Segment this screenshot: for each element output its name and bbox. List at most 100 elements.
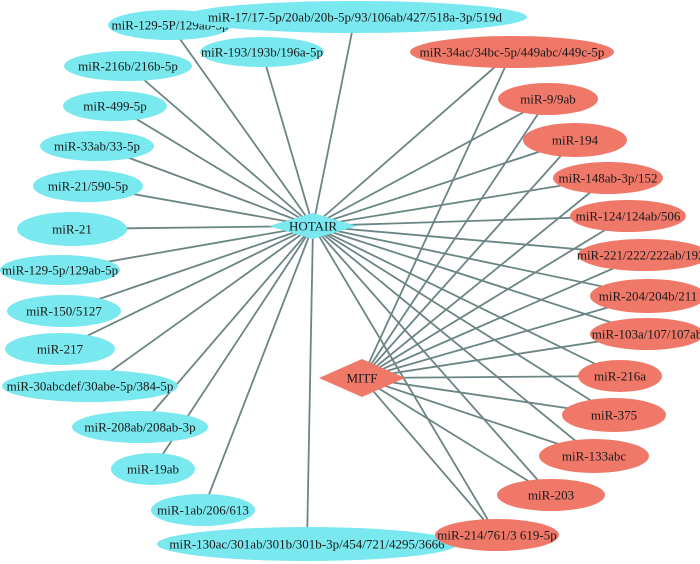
mirna-node-shape [183,1,527,33]
edge-hotair-mir-193-193b-196a-5p [261,51,314,227]
mirna-node-shape [523,123,627,157]
mirna-node-shape [590,318,700,350]
mirna-node-shape [157,527,457,561]
mitf-diamond [319,359,405,397]
mirna-node-mir-34ac-34bc-5p-449abc-449c-5p: miR-34ac/34bc-5p/449abc/449c-5p [410,36,614,68]
mirna-node-mir-221-222-222ab-1928: miR-221/222/222ab/1928 [577,239,700,271]
edge-hotair-mir-34ac-34bc-5p-449abc-449c-5p [312,51,513,227]
mirna-node-label: miR-21 [52,222,92,237]
mirna-node-label: miR-194 [552,133,599,148]
mirna-node-mir-204-204b-211: miR-204/204b/211 [590,279,700,313]
edge-hotair-mir-129-5p-129ab-5p [169,24,314,227]
mirna-node-mir-216b-216b-5p: miR-216b/216b-5p [64,51,192,81]
mirna-node-label: miR-17/17-5p/20ab/20b-5p/93/106ab/427/51… [208,10,502,25]
edge-hotair-mir-375 [312,225,615,416]
mirna-node-mir-216a: miR-216a [578,360,662,392]
mirna-node-mir-124-124ab-506: miR-124/124ab/506 [570,200,686,232]
mirna-node-label: miR-21/590-5p [48,179,128,194]
edge-hotair-mir-133abc [312,225,595,457]
hotair-diamond [269,213,357,239]
mirna-node-mir-194: miR-194 [523,123,627,157]
mirna-node-mir-103a-107-107ab: miR-103a/107/107ab [590,318,700,350]
mirna-node-label: miR-34ac/34bc-5p/449abc/449c-5p [420,45,605,60]
mirna-node-mir-208ab-208ab-3p: miR-208ab/208ab-3p [72,411,208,443]
mirna-node-mir-21-590-5p: miR-21/590-5p [33,170,143,202]
mirna-node-label: miR-1ab/206/613 [157,503,249,518]
edge-hotair-mir-130ac-301ab-301b-301b-3p-454-721-4295-3666 [306,225,314,545]
mirna-node-label: miR-499-5p [83,99,147,114]
mirna-node-mir-203: miR-203 [497,479,605,511]
mirna-node-shape [578,360,662,392]
mirna-node-label: miR-129-5p/129ab-5p [2,263,118,278]
edge-hotair-mir-214-761-3-619-5p [312,225,498,536]
mirna-node-label: miR-148ab-3p/152 [559,171,658,186]
edge-hotair-mir-203 [312,225,552,496]
edge-hotair-mir-148ab-3p-152 [312,177,609,227]
mirna-node-shape [539,439,649,473]
mirna-node-mir-133abc: miR-133abc [539,439,649,473]
edge-mitf-mir-214-761-3-619-5p [361,377,498,536]
mirna-node-shape [40,131,154,161]
mirna-node-shape [17,212,127,246]
edge-mitf-mir-133abc [361,377,595,457]
mirna-node-label: miR-150/5127 [26,304,102,319]
mirna-node-label: miR-221/222/222ab/1928 [577,248,700,263]
mirna-node-label: miR-375 [591,408,637,423]
mirna-node-label: miR-216a [594,369,646,384]
mirna-node-shape [5,333,115,365]
hotair-label: HOTAIR [289,219,337,234]
mirna-node-mir-129-5p-129ab-5p: miR-129-5p/129ab-5p [0,255,120,285]
mirna-node-label: miR-103a/107/107ab [592,327,700,342]
mirna-node-label: miR-19ab [127,462,179,477]
mirna-node-shape [498,83,598,115]
mirna-node-label: miR-130ac/301ab/301b/301b-3p/454/721/429… [169,537,445,552]
mirna-node-label: miR-133abc [562,449,626,464]
mirna-node-shape [562,398,666,432]
edge-mitf-mir-124-124ab-506 [361,215,629,379]
edge-hotair-mir-204-204b-211 [312,225,649,297]
mirna-node-shape [64,51,192,81]
mirna-node-mir-1ab-206-613: miR-1ab/206/613 [151,494,255,526]
mirna-node-mir-19ab: miR-19ab [111,453,195,485]
mirna-node-mir-30abcdef-30abe-5p-384-5p: miR-30abcdef/30abe-5p/384-5p [2,370,178,402]
mirna-node-shape [7,295,121,327]
edge-hotair-mir-103a-107-107ab [312,225,648,335]
mirna-node-shape [151,494,255,526]
mirna-node-label: miR-9/9ab [520,92,576,107]
mirna-node-label: miR-214/761/3 619-5p [437,528,557,543]
mirna-node-shape [2,370,178,402]
edge-mitf-mir-204-204b-211 [361,295,649,379]
edge-mitf-mir-148ab-3p-152 [361,177,609,379]
mitf-label: MITF [346,371,377,386]
edge-hotair-mir-216a [312,225,621,377]
mirna-node-mir-9-9ab: miR-9/9ab [498,83,598,115]
mitf-hub-node: MITF [319,359,405,397]
mirna-node-shape [200,37,324,67]
mirna-node-shape [33,170,143,202]
edge-hotair-mir-499-5p [114,105,314,227]
mirna-node-mir-148ab-3p-152: miR-148ab-3p/152 [553,162,663,194]
mirna-node-label: miR-33ab/33-5p [54,139,140,154]
mirna-node-shape [590,279,700,313]
edge-hotair-mir-1ab-206-613 [202,225,314,511]
mirna-node-mir-33ab-33-5p: miR-33ab/33-5p [40,131,154,161]
mirna-node-label: miR-203 [528,488,574,503]
mirna-node-shape [72,411,208,443]
mirna-node-mir-150-5127: miR-150/5127 [7,295,121,327]
mirna-node-label: miR-216b/216b-5p [78,59,178,74]
edge-hotair-mir-150-5127 [63,225,314,312]
hotair-hub-node: HOTAIR [269,213,357,239]
edge-mitf-mir-203 [361,377,552,496]
edge-hotair-mir-30abcdef-30abe-5p-384-5p [89,225,314,387]
mirna-node-shape [410,36,614,68]
mirna-node-mir-499-5p: miR-499-5p [63,91,167,121]
edge-hotair-mir-17-17-5p-20ab-20b-5p-93-106ab-427-518a-3p-519d [312,16,356,227]
mirna-node-label: miR-124/124ab/506 [576,209,681,224]
mirna-node-label: miR-217 [37,342,84,357]
mirna-node-mir-130ac-301ab-301b-301b-3p-454-721-4295-3666: miR-130ac/301ab/301b/301b-3p/454/721/429… [157,527,457,561]
mirna-node-shape [63,91,167,121]
mirna-node-mir-214-761-3-619-5p: miR-214/761/3 619-5p [435,519,559,551]
mirna-node-shape [435,519,559,551]
